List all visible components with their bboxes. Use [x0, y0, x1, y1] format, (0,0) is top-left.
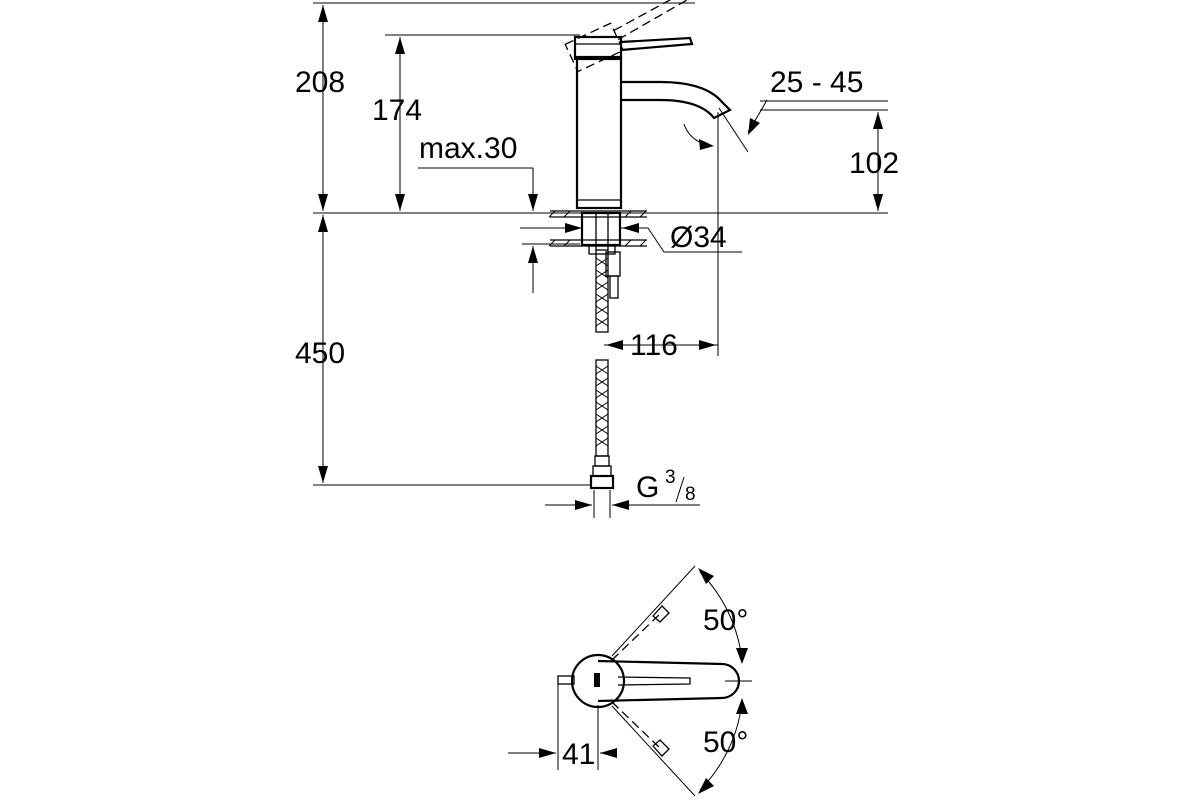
- svg-text:3: 3: [665, 467, 676, 488]
- lever-rotated-down: [611, 701, 663, 751]
- label-rotation-lower: 50°: [703, 726, 748, 759]
- label-102: 102: [849, 147, 899, 180]
- center-mark: [594, 673, 600, 687]
- lever-rotated-up: [611, 611, 663, 661]
- side-view: 208 174 max.30 25 - 45 102 Ø34 450 116 G…: [295, 0, 899, 518]
- dim-41: [508, 680, 617, 770]
- label-rotation-upper: 50°: [703, 604, 748, 637]
- label-diameter: Ø34: [670, 221, 727, 254]
- dim-174: [395, 37, 405, 211]
- label-174: 174: [372, 94, 422, 127]
- svg-text:8: 8: [685, 484, 696, 505]
- dim-208: [318, 5, 328, 211]
- label-450: 450: [295, 337, 345, 370]
- label-208: 208: [295, 66, 345, 99]
- dim-thread: [545, 490, 700, 518]
- label-max30: max.30: [419, 132, 517, 165]
- label-41: 41: [562, 738, 595, 771]
- dim-102: [873, 112, 883, 211]
- label-116: 116: [630, 329, 678, 362]
- hose-connector: [589, 474, 615, 490]
- dim-angle-25-45: [683, 99, 768, 153]
- mounting-assembly: [548, 210, 647, 299]
- label-thread: G 3 8: [636, 467, 696, 505]
- faucet-column: [575, 55, 623, 210]
- dim-diameter: [520, 223, 742, 253]
- faucet-body: [564, 0, 732, 210]
- flexible-hose: [589, 249, 615, 490]
- dim-max30: [418, 167, 580, 293]
- top-view: 50° 50° 41: [508, 565, 752, 797]
- svg-text:G: G: [636, 471, 659, 504]
- lever-slot: [617, 676, 691, 686]
- label-angle-range: 25 - 45: [770, 66, 863, 99]
- spout: [621, 80, 732, 120]
- dim-116: [604, 112, 719, 356]
- mounting-nut: [580, 211, 622, 247]
- dim-450: [318, 215, 328, 483]
- handle-cap: [573, 35, 623, 61]
- hose-upper: [595, 249, 609, 333]
- lever: [620, 36, 694, 52]
- lever-raised-outline: [564, 0, 690, 73]
